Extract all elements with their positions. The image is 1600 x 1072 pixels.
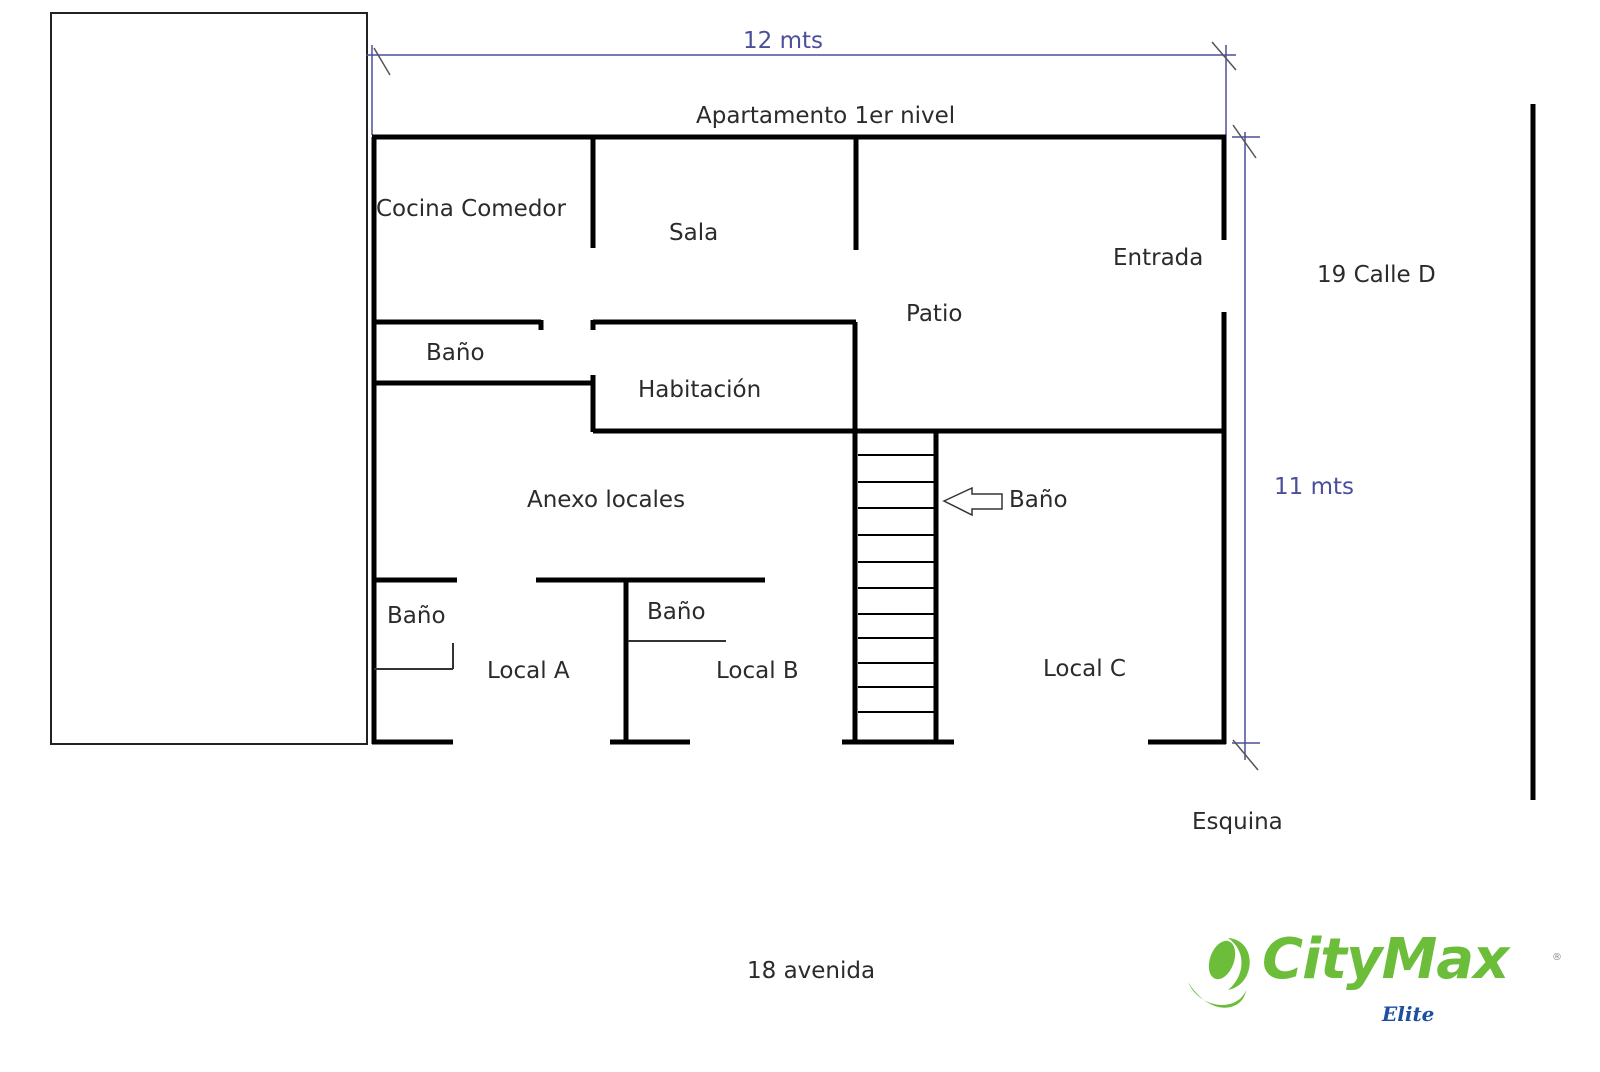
neighbor-lot [50,12,368,745]
arrow-left-icon [942,486,1003,517]
room-label-local-a: Local A [487,658,570,684]
dimension-lines [366,41,1260,771]
room-label-bano-escalera: Baño [1009,487,1068,513]
room-label-bano-local-a: Baño [387,603,446,629]
street-label-corner: Esquina [1192,809,1283,835]
logo-tagline: Elite [1382,1002,1435,1026]
logo-registered-mark: ® [1552,952,1562,963]
room-label-local-c: Local C [1043,656,1126,682]
walls [371,134,1227,745]
room-label-patio: Patio [906,301,963,327]
plan-title: Apartamento 1er nivel [696,103,956,129]
room-label-sala: Sala [669,220,719,246]
citymax-logo: CityMax ® Elite [1180,930,1600,1040]
thin-walls [374,640,726,670]
street-label-front: 18 avenida [747,958,876,984]
width-dimension-label: 12 mts [743,28,823,54]
room-label-entrada: Entrada [1113,245,1204,271]
room-label-local-b: Local B [716,658,799,684]
street-label-side: 19 Calle D [1317,262,1436,288]
depth-dimension-label: 11 mts [1274,474,1354,500]
room-label-anexo-locales: Anexo locales [527,487,686,513]
stairs [858,454,934,713]
room-label-bano-local-b: Baño [647,599,706,625]
citymax-swoosh-icon [1188,938,1250,1008]
logo-brand-name: CityMax [1262,927,1509,992]
room-label-cocina-comedor: Cocina Comedor [376,196,566,222]
room-label-habitacion: Habitación [638,377,762,403]
room-label-bano-apartamento: Baño [426,340,485,366]
